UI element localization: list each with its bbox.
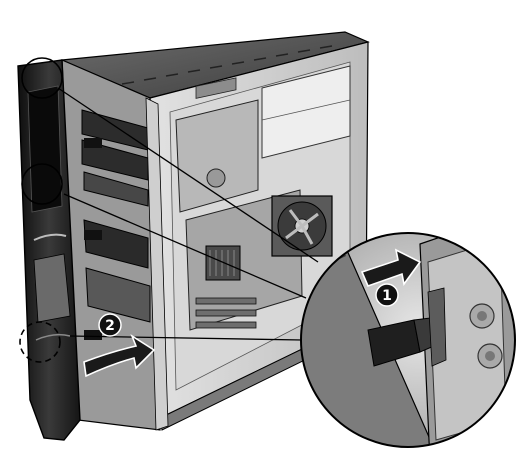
- rear-fan: [272, 196, 332, 256]
- expansion-slots: [196, 298, 256, 328]
- step-2-number: 2: [105, 318, 115, 334]
- step-1-number: 1: [382, 288, 392, 304]
